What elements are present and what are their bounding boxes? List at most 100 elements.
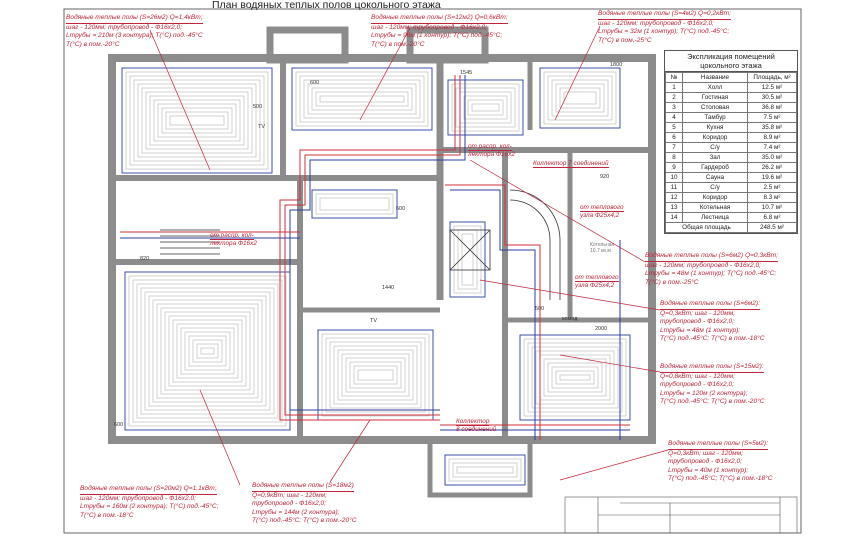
heating-annotation-a4: Водяные теплые полы (S=6м2) Q=0,3кВт;шаг… [645, 252, 778, 287]
table-cell: Столовая [682, 102, 748, 113]
annotation-line: Q=0,3кВт; шаг - 120мм; [660, 309, 735, 317]
table-cell: 26.2 м² [747, 162, 797, 173]
staircase [160, 189, 561, 300]
heating-annotation-a2: Водяные теплые полы (S=12м2) Q=0,6кВт;ша… [371, 14, 508, 49]
coil-loop [129, 75, 265, 166]
coil-loop [349, 361, 402, 389]
heating-coils [121, 67, 631, 486]
coil-loop [519, 334, 631, 421]
coil-loop [161, 107, 233, 134]
annotation-line: Lтрубы = 120м (2 контура); [660, 389, 748, 397]
table-cell: 5 [665, 122, 683, 133]
coil-loop [141, 87, 253, 154]
coil-loop [128, 275, 287, 427]
annotation-line: T(°C) в пом.-18°C [80, 511, 134, 519]
coil-loop [551, 79, 609, 117]
annotation-line: Lтрубы = 48м (1 контур); [660, 326, 741, 334]
tv-label: TV [258, 124, 266, 130]
coil-loop [341, 353, 410, 397]
coil-loop [200, 347, 215, 355]
coil-loop [523, 338, 627, 417]
table-cell: 4 [665, 112, 683, 123]
coil-loop [172, 319, 243, 383]
coil-loop [555, 370, 595, 385]
coil-loop [307, 83, 417, 115]
coil-loop [317, 329, 434, 421]
dim: 820 [140, 256, 150, 262]
table-cell: 11 [665, 182, 683, 193]
annotation-line: Водяные теплые полы (S=26м2) Q=1,4кВт; [66, 14, 203, 24]
annotation-line: Lтрубы = 210м (3 контура); T(°C) под.-45… [66, 32, 203, 40]
annotation-line: Водяные теплые полы (S=6м2) Q=0,3кВт; [645, 252, 778, 262]
coil-loop [164, 311, 251, 391]
table-cell: 30.5 м² [747, 92, 797, 103]
annotation-line: трубопровод - Ф16х2,0; [660, 318, 734, 326]
heating-annotation-a3: Водяные теплые полы (S=4м2) Q=0,2кВт;шаг… [598, 10, 731, 45]
dim: 500 [535, 306, 545, 312]
annotation-line: трубопровод - Ф16х2,0; [252, 500, 326, 508]
heating-annotation-a9: Водяные теплые полы (S=18м2)Q=0,9кВт; ша… [252, 482, 357, 526]
annotation-line: Q=0,8кВт; шаг - 120мм; [660, 372, 735, 380]
coil-loop [125, 71, 269, 170]
table-cell: 12 [665, 192, 683, 203]
coil-loop [144, 291, 271, 411]
table-cell: 13 [665, 202, 683, 213]
coil-loop [453, 225, 482, 294]
col-header: № [665, 72, 683, 83]
coil-loop [145, 91, 249, 150]
annotation-line: шаг - 120мм; трубопровод - Ф16х2,0; [371, 23, 487, 31]
col-header: Площадь, м² [747, 72, 797, 83]
dim: 920 [600, 174, 610, 180]
coil-loop [132, 279, 283, 423]
annotation-line: T(°C) под.-45°C; T(°C) в пом.-18°C [668, 475, 773, 483]
coil-loop [315, 91, 409, 107]
label-from-distributor-2: от распр. кол-лектора Ф16х2 [210, 232, 257, 247]
annotation-line: Q=0,3кВт; шаг - 120мм; [668, 449, 743, 457]
table-cell: 12.5 м² [747, 82, 797, 93]
coil-loop [291, 67, 433, 131]
table-cell: Кухня [682, 122, 748, 133]
heating-annotation-a5: Водяные теплые полы (S=6м2):Q=0,3кВт; ша… [660, 300, 765, 344]
label-collector-7: Коллектор 7 соединений [533, 160, 609, 168]
table-cell: Лестница [682, 212, 748, 223]
table-cell: 36.8 м² [747, 102, 797, 113]
coil-loop [547, 75, 613, 121]
table-cell: 2.5 м² [747, 182, 797, 193]
coil-loop [165, 111, 229, 130]
coil-loop [295, 71, 429, 127]
table-cell: 10 [665, 172, 683, 183]
dim: 600 [114, 422, 124, 428]
coil-loop [467, 99, 504, 116]
coil-loop [559, 87, 601, 109]
table-cell: 8 [665, 152, 683, 163]
coil-loop [535, 350, 615, 405]
coil-loop [353, 365, 398, 385]
coil-loop [315, 193, 394, 215]
table-cell: 14 [665, 212, 683, 223]
coil-loop [133, 79, 261, 162]
coil-loop [136, 283, 279, 419]
table-cell: 8.9 м² [747, 132, 797, 143]
title-block [564, 496, 798, 534]
table-cell: Гардероб [682, 162, 748, 173]
annotation-line: Lтрубы = 32м (1 контур); T(°C) под.-45°C… [598, 28, 730, 36]
coil-loop [333, 345, 418, 405]
annotation-line: Lтрубы = 96м (1 контур); T(°C) под.-45°C… [371, 32, 503, 40]
annotation-line: Водяные теплые полы (S=4м2) Q=0,2кВт; [598, 10, 731, 20]
coil-loop [160, 307, 255, 395]
coil-loop [311, 189, 398, 219]
coil-loop [149, 95, 245, 146]
dim: 500 [253, 104, 263, 110]
table-cell: 6.8 м² [747, 212, 797, 223]
coil-loop [329, 341, 422, 409]
coil-loop [321, 333, 430, 417]
table-title: Экспликация помещений [687, 52, 775, 61]
annotation-line: Водяные теплые полы (S=12м2) Q=0,6кВт; [371, 14, 508, 24]
